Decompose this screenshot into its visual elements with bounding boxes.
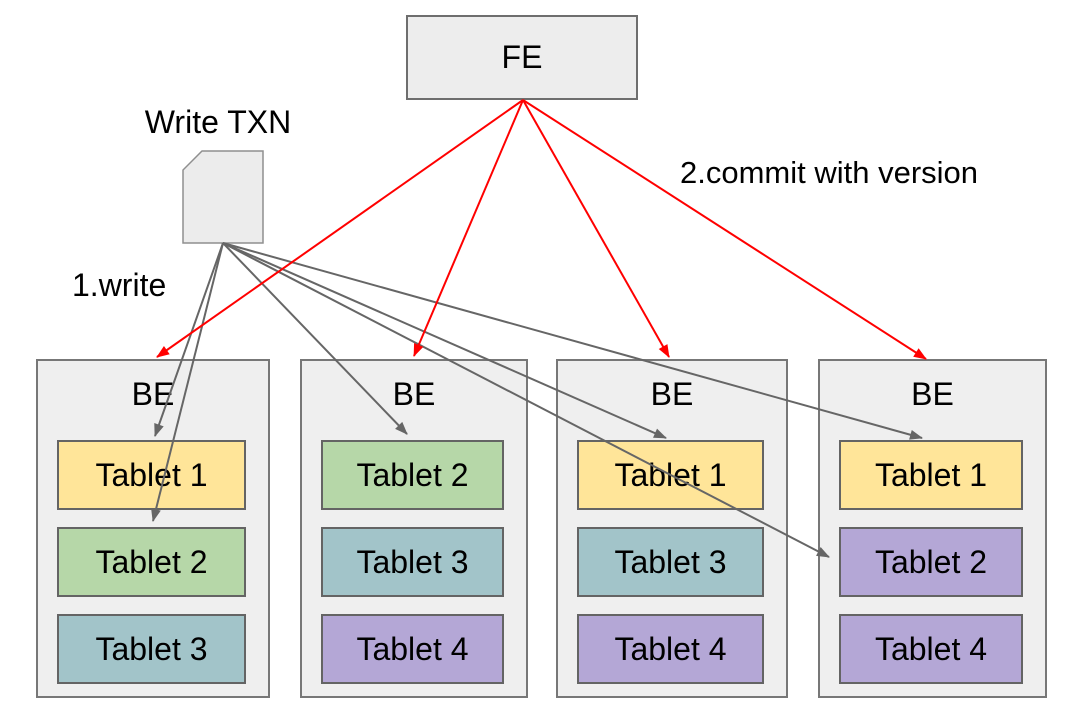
be3-tablet1: Tablet 1 [577,440,764,510]
be-node-2: BE Tablet 2 Tablet 3 Tablet 4 [300,359,528,698]
step1-write-label: 1.write [72,267,167,303]
commit-arrow-be3-top [522,99,670,358]
be-node-1: BE Tablet 1 Tablet 2 Tablet 3 [36,359,270,698]
step2-commit-label: 2.commit with version [680,155,979,190]
be-node-1-label: BE [131,376,175,412]
be1-tablet2: Tablet 2 [57,527,246,597]
be-node-3: BE Tablet 1 Tablet 3 Tablet 4 [556,359,788,698]
write-txn-label: Write TXN [144,104,292,140]
be1-tablet1: Tablet 1 [57,440,246,510]
commit-arrow-be4-top [522,99,927,360]
fe-node-label: FE [501,39,543,75]
be2-tablet4: Tablet 4 [321,614,504,684]
commit-arrow-be2-top [413,99,524,357]
be1-tablet3: Tablet 3 [57,614,246,684]
be4-tablet4: Tablet 4 [839,614,1023,684]
be-node-4-label: BE [911,376,954,412]
be3-tablet4: Tablet 4 [577,614,764,684]
write-txn-document-shape [182,150,264,244]
be-node-3-label: BE [650,376,694,412]
be-node-2-label: BE [392,376,436,412]
be4-tablet1: Tablet 1 [839,440,1023,510]
fe-node: FE [406,15,638,100]
be2-tablet3: Tablet 3 [321,527,504,597]
be-node-4: BE Tablet 1 Tablet 2 Tablet 4 [818,359,1047,698]
be4-tablet2: Tablet 2 [839,527,1023,597]
be2-tablet2: Tablet 2 [321,440,504,510]
be3-tablet3: Tablet 3 [577,527,764,597]
